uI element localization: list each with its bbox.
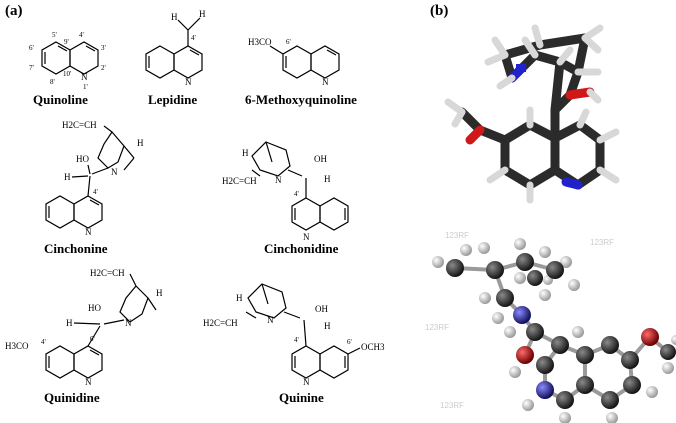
quinoline-structure: 5' 4' 6' 9' 3' 7' 10' 2' 8' N 1' Quinoli… — [29, 31, 106, 107]
cinchonidine-h: H — [324, 174, 331, 184]
methoxy-n: N — [322, 77, 329, 87]
cinchonidine-pos-4: 4' — [294, 190, 299, 198]
pos-1: 1' — [83, 83, 88, 91]
watermark-2: 123RF — [590, 238, 614, 247]
name-methoxyquinoline: 6-Methoxyquinoline — [245, 92, 357, 107]
cinchonidine-vinyl: H2C=CH — [222, 176, 257, 186]
quinine-ring-n: N — [303, 377, 310, 387]
cinchonine-ho: HO — [76, 154, 89, 164]
quinidine-n: N — [125, 318, 132, 328]
cinchonidine-structure: H H2C=CH N OH H 4' N Cinchonidine — [222, 141, 349, 256]
pos-7: 7' — [29, 64, 34, 72]
pos-4: 4' — [79, 31, 84, 39]
cinchonine-structure: H2C=CH H N HO H 4' N Cinchonine — [44, 120, 144, 256]
quinidine-pos-6: 4' — [41, 338, 46, 346]
cinchonine-n: N — [111, 167, 118, 177]
pos-8: 8' — [50, 78, 55, 86]
quinidine-structure: H2C=CH H N HO H 6' H3CO 4' N Quinidine — [5, 268, 163, 405]
name-quinidine: Quinidine — [44, 390, 100, 405]
quinidine-ring-n: N — [85, 377, 92, 387]
quinine-structure: H H2C=CH N OH H 4' 6' OCH3 N Quinine — [203, 283, 385, 405]
watermark-3: 123RF — [425, 323, 449, 332]
cinchonidine-n: N — [275, 175, 282, 185]
name-quinine: Quinine — [279, 390, 324, 405]
methoxyquinoline-structure: H3CO 6' N 6-Methoxyquinoline — [245, 37, 357, 107]
quinine-oh: OH — [315, 304, 328, 314]
cinchonidine-oh: OH — [314, 154, 327, 164]
cinchonine-ring-n: N — [85, 227, 92, 237]
name-quinoline: Quinoline — [33, 92, 88, 107]
cinchonine-h-bridge: H — [137, 138, 144, 148]
quinine-vinyl: H2C=CH — [203, 318, 238, 328]
quinidine-vinyl: H2C=CH — [90, 268, 125, 278]
name-cinchonine: Cinchonine — [44, 241, 108, 256]
quinidine-h-bridge: H — [156, 288, 163, 298]
pos-5: 5' — [52, 31, 57, 39]
quinidine-h: H — [66, 318, 73, 328]
lepidine-pos-4: 4' — [191, 34, 196, 42]
lepidine-h1: H — [171, 12, 178, 22]
quinine-pos-6: 6' — [347, 338, 352, 346]
lepidine-structure: H H 4' N Lepidine — [145, 9, 206, 107]
cinchonidine-h-top: H — [242, 148, 249, 158]
watermark-4: 123RF — [440, 401, 464, 410]
pos-9: 9' — [64, 38, 69, 46]
quinine-och3: OCH3 — [361, 342, 385, 352]
quinoline-n: N — [81, 72, 88, 82]
methoxy-pos-6: 6' — [286, 38, 291, 46]
pos-6: 6' — [29, 44, 34, 52]
name-cinchonidine: Cinchonidine — [264, 241, 339, 256]
quinine-h: H — [324, 321, 331, 331]
cinchonidine-ring-n: N — [303, 232, 310, 242]
cinchonine-vinyl: H2C=CH — [62, 120, 97, 130]
cinchonine-h: H — [64, 172, 71, 182]
methoxy-h3co: H3CO — [248, 37, 272, 47]
ball-stick-model-quinine — [432, 238, 676, 423]
quinine-pos-4: 4' — [294, 336, 299, 344]
panel-a-label: (a) — [5, 3, 23, 19]
pos-10: 10' — [63, 70, 71, 78]
quinine-n: N — [267, 315, 274, 325]
stick-model-quinine — [444, 24, 620, 204]
watermark-1: 123RF — [445, 231, 469, 240]
quinidine-h3co: H3CO — [5, 341, 29, 351]
lepidine-n: N — [185, 77, 192, 87]
pos-3: 3' — [101, 44, 106, 52]
quinine-h-top: H — [236, 293, 243, 303]
quinidine-ho: HO — [88, 303, 101, 313]
lepidine-h2: H — [199, 9, 206, 19]
panel-b-label: (b) — [430, 3, 448, 19]
pos-2: 2' — [101, 64, 106, 72]
name-lepidine: Lepidine — [148, 92, 197, 107]
cinchonine-pos-4: 4' — [93, 188, 98, 196]
